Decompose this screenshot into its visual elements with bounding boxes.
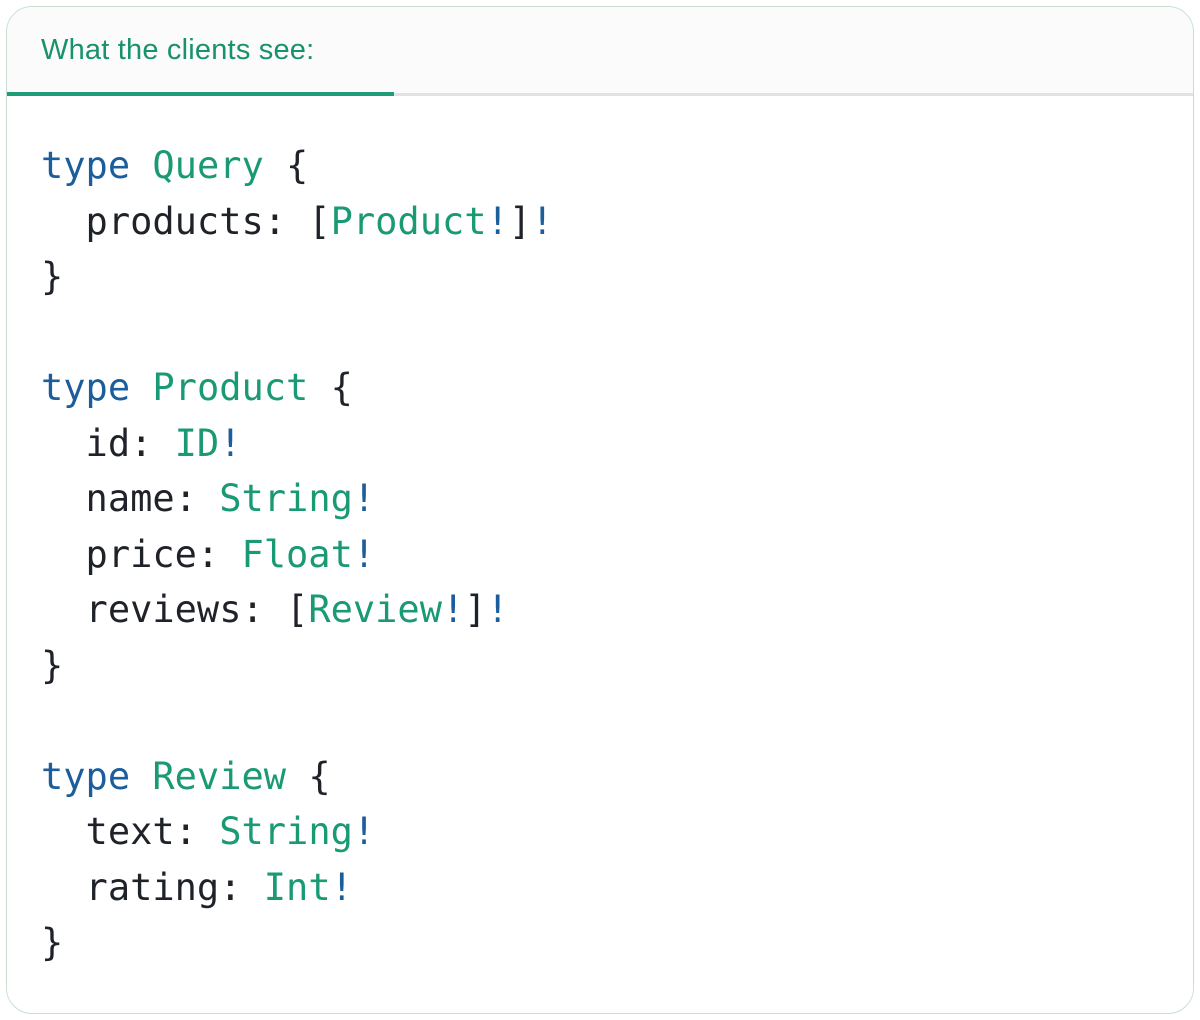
- code-line: type Product {: [41, 360, 1159, 416]
- code-token-plain: {: [263, 144, 309, 187]
- code-line: rating: Int!: [41, 860, 1159, 916]
- code-token-bang: !: [352, 532, 376, 576]
- code-token-plain: }: [41, 643, 64, 687]
- code-token-bang: !: [486, 588, 509, 631]
- code-line: text: String!: [41, 804, 1159, 860]
- code-line: [41, 305, 1159, 361]
- code-token-bang: !: [330, 865, 353, 909]
- code-token-type: Int: [263, 865, 331, 909]
- code-token-type: Review: [308, 588, 442, 631]
- tab-label: What the clients see:: [41, 33, 315, 66]
- code-token-type: Product: [152, 366, 309, 409]
- code-token-plain: {: [286, 754, 331, 798]
- code-line: price: Float!: [41, 527, 1159, 583]
- code-token-kw: type: [41, 754, 131, 798]
- code-token-type: String: [219, 810, 353, 853]
- code-token-plain: id:: [41, 421, 175, 465]
- code-token-kw: type: [41, 366, 131, 409]
- code-token-bang: !: [352, 477, 376, 520]
- code-line: type Query {: [41, 138, 1159, 194]
- code-token-bang: !: [219, 421, 242, 465]
- code-token-plain: [130, 755, 152, 798]
- code-line: }: [41, 249, 1159, 305]
- code-line: name: String!: [41, 471, 1159, 527]
- code-token-plain: ]: [464, 588, 487, 631]
- code-token-plain: name:: [41, 477, 220, 520]
- code-line: [41, 693, 1159, 749]
- tab-bar: What the clients see:: [7, 7, 1193, 96]
- clients-view-panel: What the clients see: type Query { produ…: [6, 6, 1194, 1014]
- code-line: type Review {: [41, 749, 1159, 805]
- code-token-plain: {: [308, 366, 353, 409]
- code-token-plain: [130, 366, 152, 409]
- code-token-bang: !: [531, 199, 554, 243]
- code-line: id: ID!: [41, 416, 1159, 472]
- code-token-plain: [130, 144, 152, 187]
- code-area: type Query { products: [Product!]!} type…: [7, 96, 1193, 1001]
- code-token-type: Review: [152, 754, 287, 798]
- code-token-type: Product: [330, 199, 487, 243]
- code-token-type: ID: [174, 421, 220, 465]
- code-token-plain: }: [41, 921, 64, 964]
- code-token-kw: type: [41, 144, 131, 187]
- code-token-bang: !: [352, 810, 376, 853]
- code-token-bang: !: [486, 199, 509, 243]
- code-token-type: Query: [152, 144, 264, 187]
- code-token-plain: text:: [41, 810, 220, 853]
- code-line: products: [Product!]!: [41, 194, 1159, 250]
- code-line: }: [41, 915, 1159, 971]
- code-token-plain: reviews: [: [41, 588, 309, 631]
- code-token-plain: rating:: [41, 865, 264, 909]
- code-token-plain: ]: [508, 199, 532, 243]
- tab-what-clients-see[interactable]: What the clients see:: [7, 7, 344, 93]
- code-block: type Query { products: [Product!]!} type…: [41, 138, 1159, 971]
- code-line: reviews: [Review!]!: [41, 582, 1159, 638]
- code-token-bang: !: [441, 588, 465, 631]
- code-line: }: [41, 638, 1159, 694]
- code-token-type: String: [219, 477, 353, 520]
- active-tab-underline: [7, 92, 394, 96]
- code-token-plain: products: [: [41, 199, 331, 243]
- code-token-type: Float: [241, 532, 353, 576]
- code-token-plain: price:: [41, 532, 242, 576]
- code-token-plain: }: [41, 255, 64, 298]
